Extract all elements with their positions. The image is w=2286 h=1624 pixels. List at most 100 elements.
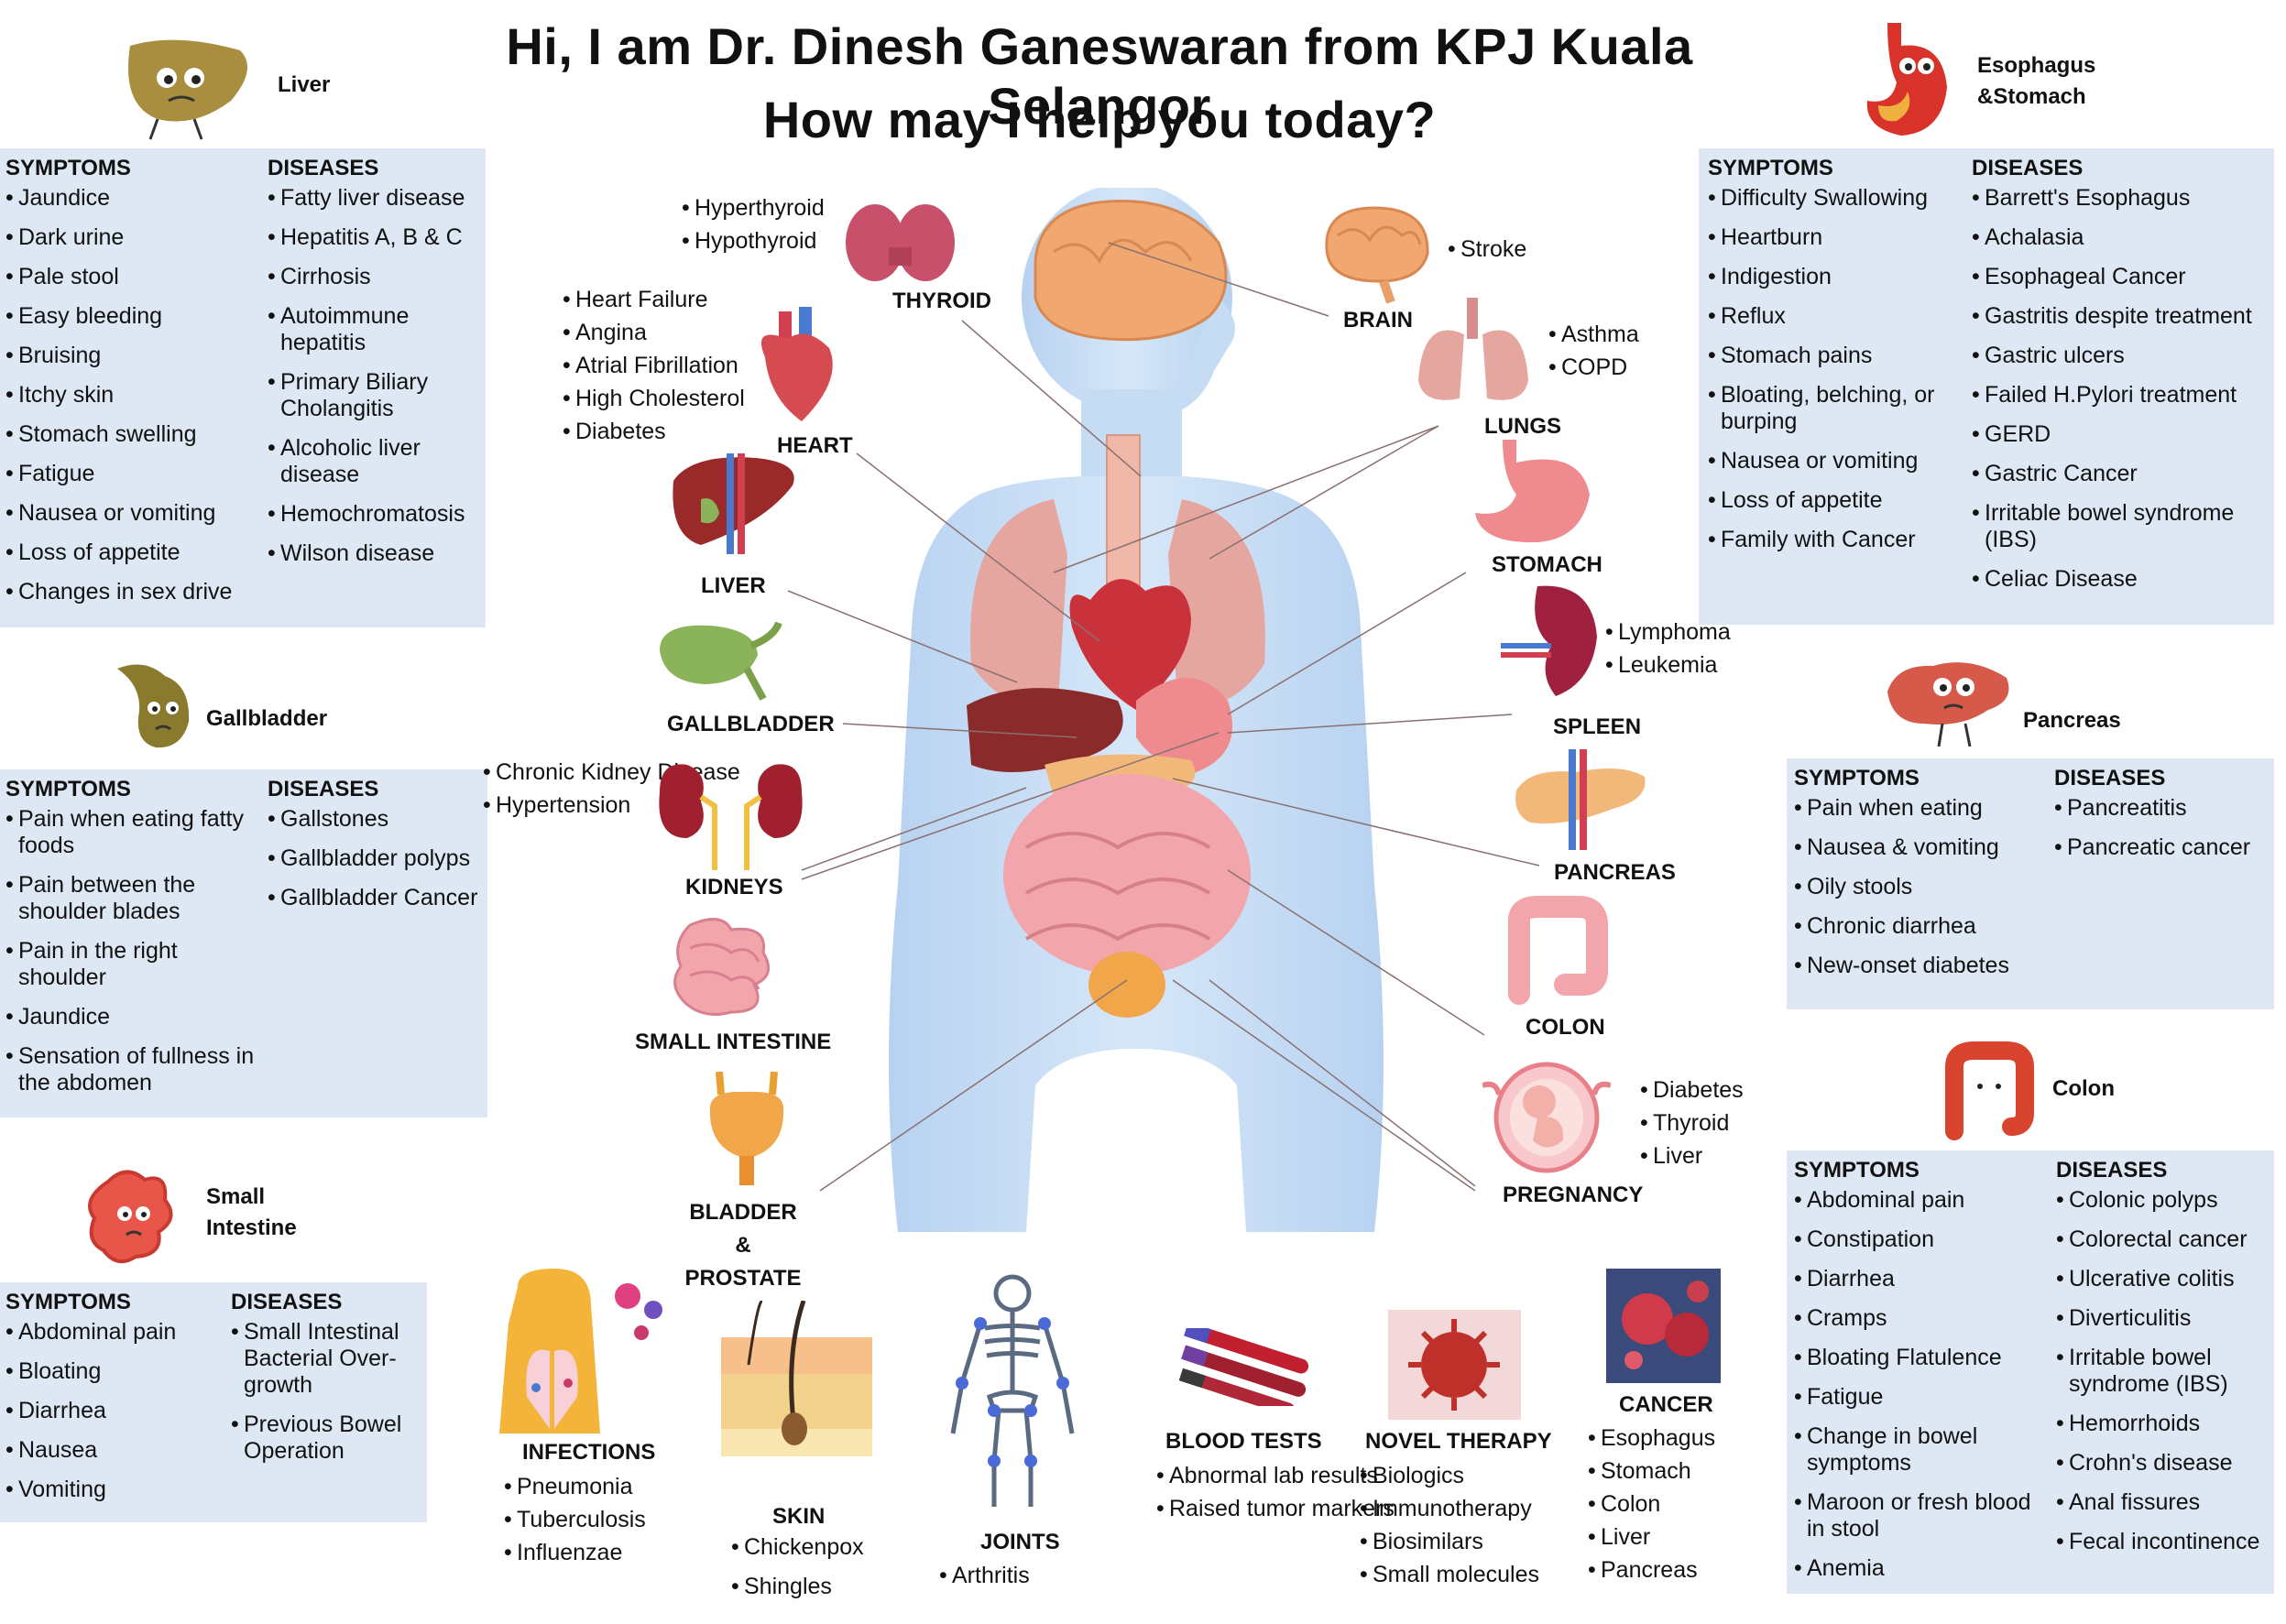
skin-icon	[721, 1301, 872, 1456]
list-item: Gallbladder polyps	[268, 845, 484, 872]
list-item: Hypothyroid	[682, 227, 825, 255]
skin-list: ChickenpoxShingles	[731, 1533, 864, 1612]
list-item: Pale stool	[5, 264, 262, 290]
skin-label: SKIN	[772, 1504, 826, 1529]
list-item: Stomach swelling	[5, 421, 262, 448]
pancreas-panel: SYMPTOMS Pain when eatingNausea & vomiti…	[1787, 758, 2274, 1009]
list-item: Oily stools	[1794, 874, 2052, 900]
novel-therapy-label: NOVEL THERAPY	[1365, 1429, 1552, 1454]
list-item: Diverticulitis	[2056, 1305, 2272, 1332]
list-item: Nausea & vomiting	[1794, 834, 2052, 861]
colon-panel: SYMPTOMS Abdominal painConstipationDiarr…	[1787, 1150, 2274, 1594]
brain-label: BRAIN	[1343, 308, 1413, 332]
liver-label: LIVER	[701, 573, 766, 598]
liver-diseases-list: Fatty liver diseaseHepatitis A, B & CCir…	[268, 185, 482, 567]
small-intestine-icon	[667, 911, 782, 1026]
bladder-icon	[701, 1072, 793, 1191]
stomach-label: STOMACH	[1492, 552, 1602, 577]
list-item: Failed H.Pylori treatment	[1972, 382, 2270, 409]
list-item: Bloating Flatulence	[1794, 1345, 2052, 1371]
list-item: Tuberculosis	[504, 1506, 646, 1533]
list-item: Anal fissures	[2056, 1489, 2272, 1516]
list-item: Abdominal pain	[5, 1319, 225, 1346]
gallbladder-symptoms-heading: SYMPTOMS	[5, 777, 131, 801]
gallbladder-symptoms-list: Pain when eating fatty foodsPain between…	[5, 806, 262, 1096]
liver-panel: SYMPTOMS JaundiceDark urinePale stoolEas…	[0, 148, 486, 627]
colon-symptoms-list: Abdominal painConstipationDiarrheaCramps…	[1794, 1187, 2052, 1582]
blood-tests-list: Abnormal lab resultsRaised tumor markers	[1156, 1462, 1395, 1528]
pregnancy-list: DiabetesThyroidLiver	[1640, 1076, 1744, 1175]
list-item: Easy bleeding	[5, 303, 262, 330]
list-item: Lymphoma	[1605, 618, 1731, 646]
small-intestine-panel-title: Small Intestine	[206, 1184, 297, 1240]
kidneys-icon	[651, 756, 811, 875]
list-item: High Cholesterol	[563, 385, 745, 412]
infections-list: PneumoniaTuberculosisInfluenzae	[504, 1473, 646, 1572]
gallbladder-label: GALLBLADDER	[667, 712, 835, 736]
list-item: COPD	[1548, 354, 1639, 381]
list-item: Irritable bowel syndrome (IBS)	[2056, 1345, 2272, 1398]
cancer-cells-icon	[1606, 1269, 1721, 1383]
list-item: Abdominal pain	[1794, 1187, 2052, 1214]
infections-label: INFECTIONS	[522, 1440, 656, 1465]
stomach-icon	[1471, 440, 1594, 550]
list-item: Stroke	[1448, 235, 1526, 263]
list-item: Biosimilars	[1360, 1528, 1539, 1555]
pancreas-panel-title: Pancreas	[2023, 708, 2121, 733]
list-item: Nausea or vomiting	[1708, 448, 1964, 474]
list-item: Liver	[1640, 1142, 1744, 1170]
heart-label: HEART	[777, 433, 853, 458]
list-item: Arthritis	[939, 1562, 1030, 1589]
list-item: Stomach pains	[1708, 343, 1964, 369]
liver-mascot-icon	[103, 27, 268, 142]
list-item: Loss of appetite	[5, 540, 262, 566]
small-intestine-diseases-heading: DISEASES	[231, 1290, 343, 1314]
list-item: Chronic Kidney Disease	[483, 758, 740, 786]
thyroid-icon	[843, 197, 957, 284]
list-item: Ulcerative colitis	[2056, 1266, 2272, 1292]
cancer-list: EsophagusStomachColonLiverPancreas	[1588, 1424, 1715, 1589]
list-item: Chronic diarrhea	[1794, 913, 2052, 940]
list-item: Gastritis despite treatment	[1972, 303, 2270, 330]
list-item: Change in bowel symptoms	[1794, 1423, 2052, 1477]
gallbladder-diseases-heading: DISEASES	[268, 777, 379, 801]
spleen-list: LymphomaLeukemia	[1605, 618, 1731, 684]
list-item: Thyroid	[1640, 1109, 1744, 1137]
small-intestine-mascot-icon	[81, 1163, 181, 1273]
list-item: Gallbladder Cancer	[268, 885, 484, 911]
heart-list: Heart FailureAnginaAtrial FibrillationHi…	[563, 286, 745, 451]
list-item: Indigestion	[1708, 264, 1964, 290]
list-item: GERD	[1972, 421, 2270, 448]
small-intestine-symptoms-list: Abdominal painBloatingDiarrheaNauseaVomi…	[5, 1319, 225, 1503]
colon-icon	[1501, 893, 1615, 1008]
liver-symptoms-heading: SYMPTOMS	[5, 156, 131, 180]
blood-tests-label: BLOOD TESTS	[1165, 1429, 1322, 1454]
list-item: Diarrhea	[1794, 1266, 2052, 1292]
list-item: Immunotherapy	[1360, 1495, 1539, 1522]
colon-panel-title: Colon	[2052, 1076, 2115, 1101]
list-item: Anemia	[1794, 1555, 2052, 1582]
spleen-icon	[1501, 582, 1602, 701]
list-item: Family with Cancer	[1708, 527, 1964, 553]
list-item: Pneumonia	[504, 1473, 646, 1500]
novel-therapy-list: BiologicsImmunotherapyBiosimilarsSmall m…	[1360, 1462, 1539, 1594]
list-item: Colon	[1588, 1490, 1715, 1518]
thyroid-list: HyperthyroidHypothyroid	[682, 194, 825, 260]
list-item: Celiac Disease	[1972, 566, 2270, 593]
pregnancy-label: PREGNANCY	[1503, 1183, 1644, 1207]
list-item: Jaundice	[5, 1004, 262, 1030]
list-item: Bloating	[5, 1358, 225, 1385]
list-item: Changes in sex drive	[5, 579, 262, 605]
list-item: Bloating, belching, or burping	[1708, 382, 1964, 435]
small-intestine-diseases-list: Small Intestinal Bacterial Over-growthPr…	[231, 1319, 425, 1465]
kidneys-label: KIDNEYS	[685, 875, 783, 899]
list-item: Diarrhea	[5, 1398, 225, 1424]
colon-diseases-heading: DISEASES	[2056, 1158, 2168, 1183]
stomach-mascot-icon	[1851, 18, 1961, 142]
pancreas-symptoms-heading: SYMPTOMS	[1794, 766, 1920, 790]
spleen-label: SPLEEN	[1553, 714, 1642, 739]
list-item: Gallstones	[268, 806, 484, 833]
list-item: Jaundice	[5, 185, 262, 212]
list-item: Difficulty Swallowing	[1708, 185, 1964, 212]
list-item: Diabetes	[1640, 1076, 1744, 1104]
